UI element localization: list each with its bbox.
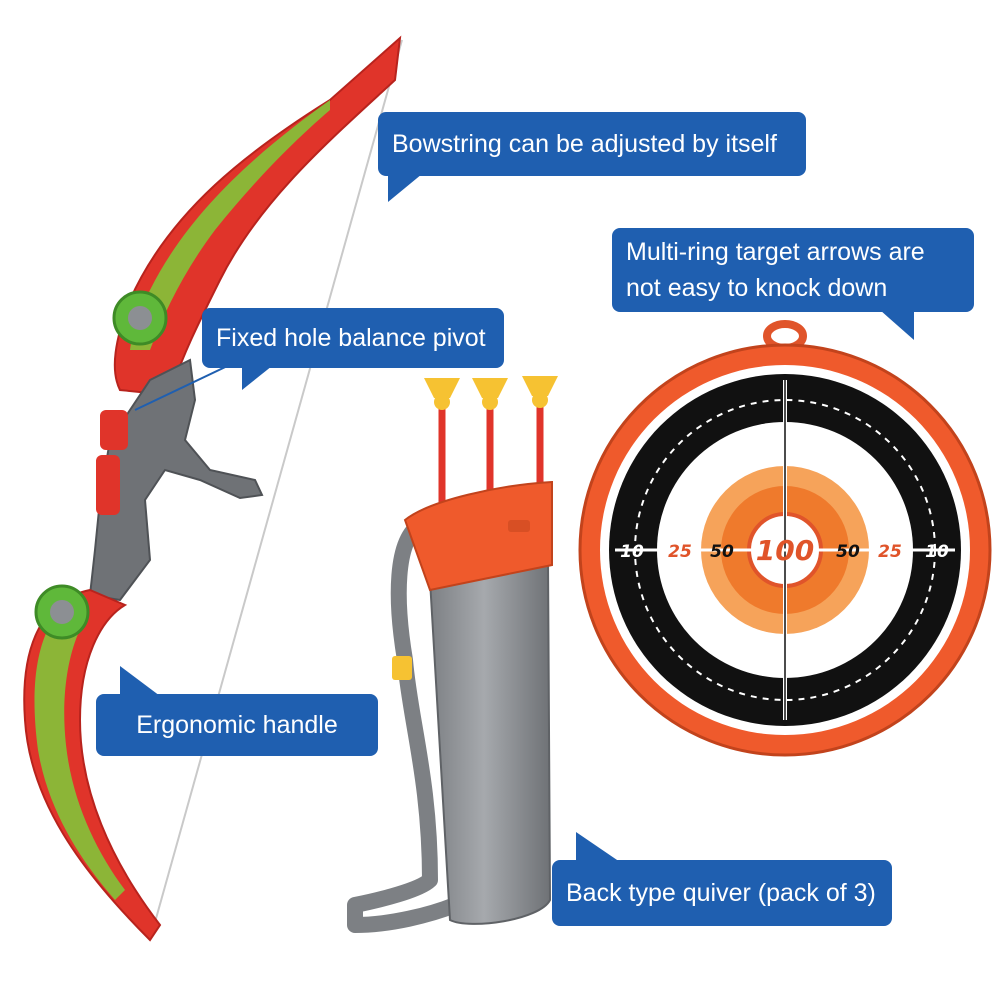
strap-buckle (392, 656, 412, 680)
quiver-illustration (347, 376, 558, 933)
arrow-rest (100, 410, 128, 450)
callout-target-line1: Multi-ring target arrows are (626, 238, 925, 266)
score-left-outer: 10 (620, 542, 644, 562)
bowstring (149, 39, 403, 941)
bow-riser (88, 358, 264, 602)
callout-pivot-text: Fixed hole balance pivot (216, 324, 486, 352)
score-left-middle: 25 (668, 542, 692, 562)
quiver-body (428, 558, 552, 925)
arrow (522, 376, 558, 500)
score-right-outer: 10 (925, 542, 949, 562)
callout-handle: Ergonomic handle (96, 666, 378, 756)
callout-bowstring: Bowstring can be adjusted by itself (378, 112, 806, 202)
score-right-middle: 25 (878, 542, 902, 562)
quiver-collar (403, 480, 553, 592)
callout-quiver-text: Back type quiver (pack of 3) (566, 879, 876, 907)
score-center: 100 (756, 534, 814, 567)
callout-pivot: Fixed hole balance pivot (202, 308, 504, 390)
quiver-strap (347, 518, 458, 933)
callout-handle-text: Ergonomic handle (136, 711, 338, 739)
target-board: 100 10 25 50 50 25 10 (578, 320, 992, 757)
pivot-pointer-line (134, 359, 241, 411)
bow-illustration (23, 35, 403, 942)
callout-bowstring-text: Bowstring can be adjusted by itself (392, 130, 777, 158)
callout-target-line2: not easy to knock down (626, 274, 888, 302)
bow-lower-limb-glow (34, 610, 125, 900)
score-left-inner: 50 (710, 542, 734, 562)
arrow (424, 378, 460, 520)
callout-quiver: Back type quiver (pack of 3) (552, 832, 892, 926)
score-right-inner: 50 (836, 542, 860, 562)
callout-target: Multi-ring target arrows are not easy to… (612, 228, 974, 340)
